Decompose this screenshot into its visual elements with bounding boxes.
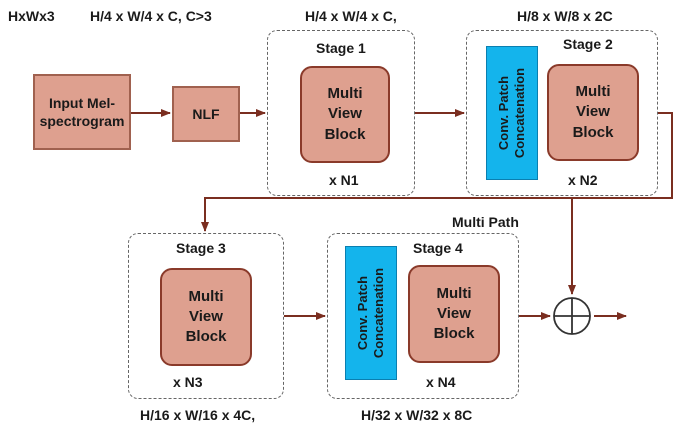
stage-1-repeat: x N1 xyxy=(329,172,359,188)
multi-path-label: Multi Path xyxy=(452,214,519,230)
stage-1-title: Stage 1 xyxy=(316,40,366,56)
stage3-dim-label: H/16 x W/16 x 4C, xyxy=(140,407,256,423)
stage-3-container xyxy=(128,233,284,399)
stage-2-conv-patch-concatenation: Conv. Patch Concatenation xyxy=(486,46,538,180)
stage-4-conv-patch-concatenation: Conv. Patch Concatenation xyxy=(345,246,397,380)
stage-4-repeat: x N4 xyxy=(426,374,456,390)
stage-4-container xyxy=(327,233,519,399)
stage-2-repeat: x N2 xyxy=(568,172,598,188)
stage-4-block-label: Multi View Block xyxy=(433,284,475,343)
stage-3-title: Stage 3 xyxy=(176,240,226,256)
stage-2-title: Stage 2 xyxy=(563,36,613,52)
stage-2-block-label: Multi View Block xyxy=(572,83,614,141)
nlf-block: NLF xyxy=(172,86,240,142)
sum-node xyxy=(553,297,591,335)
stage-1-container xyxy=(267,30,415,196)
stage-4-title: Stage 4 xyxy=(413,240,463,256)
input-mel-spectrogram-block: Input Mel-spectrogram xyxy=(33,74,131,150)
stage-1-multi-view-block: Multi View Block xyxy=(300,66,390,163)
stage-4-multi-view-block: Multi View Block xyxy=(408,265,500,363)
stage1-dim-label: H/4 x W/4 x C, xyxy=(305,8,397,24)
stage2-dim-label: H/8 x W/8 x 2C xyxy=(517,8,613,24)
arrow-stage2-to-stage3 xyxy=(201,112,673,232)
input-dim-label: HxWx3 xyxy=(8,8,55,24)
stage4-dim-label: H/32 x W/32 x 8C xyxy=(361,407,473,423)
stage-2-multi-view-block: Multi View Block xyxy=(547,64,639,161)
stage-3-block-label: Multi View Block xyxy=(185,287,227,346)
input-block-label: Input Mel-spectrogram xyxy=(39,94,125,129)
stage-3-repeat: x N3 xyxy=(173,374,203,390)
nlf-label: NLF xyxy=(192,105,220,122)
stage-1-block-label: Multi View Block xyxy=(324,85,366,143)
stage-3-multi-view-block: Multi View Block xyxy=(160,268,252,366)
stage-2-container xyxy=(466,30,658,196)
nlf-dim-label: H/4 x W/4 x C, C>3 xyxy=(90,8,212,24)
